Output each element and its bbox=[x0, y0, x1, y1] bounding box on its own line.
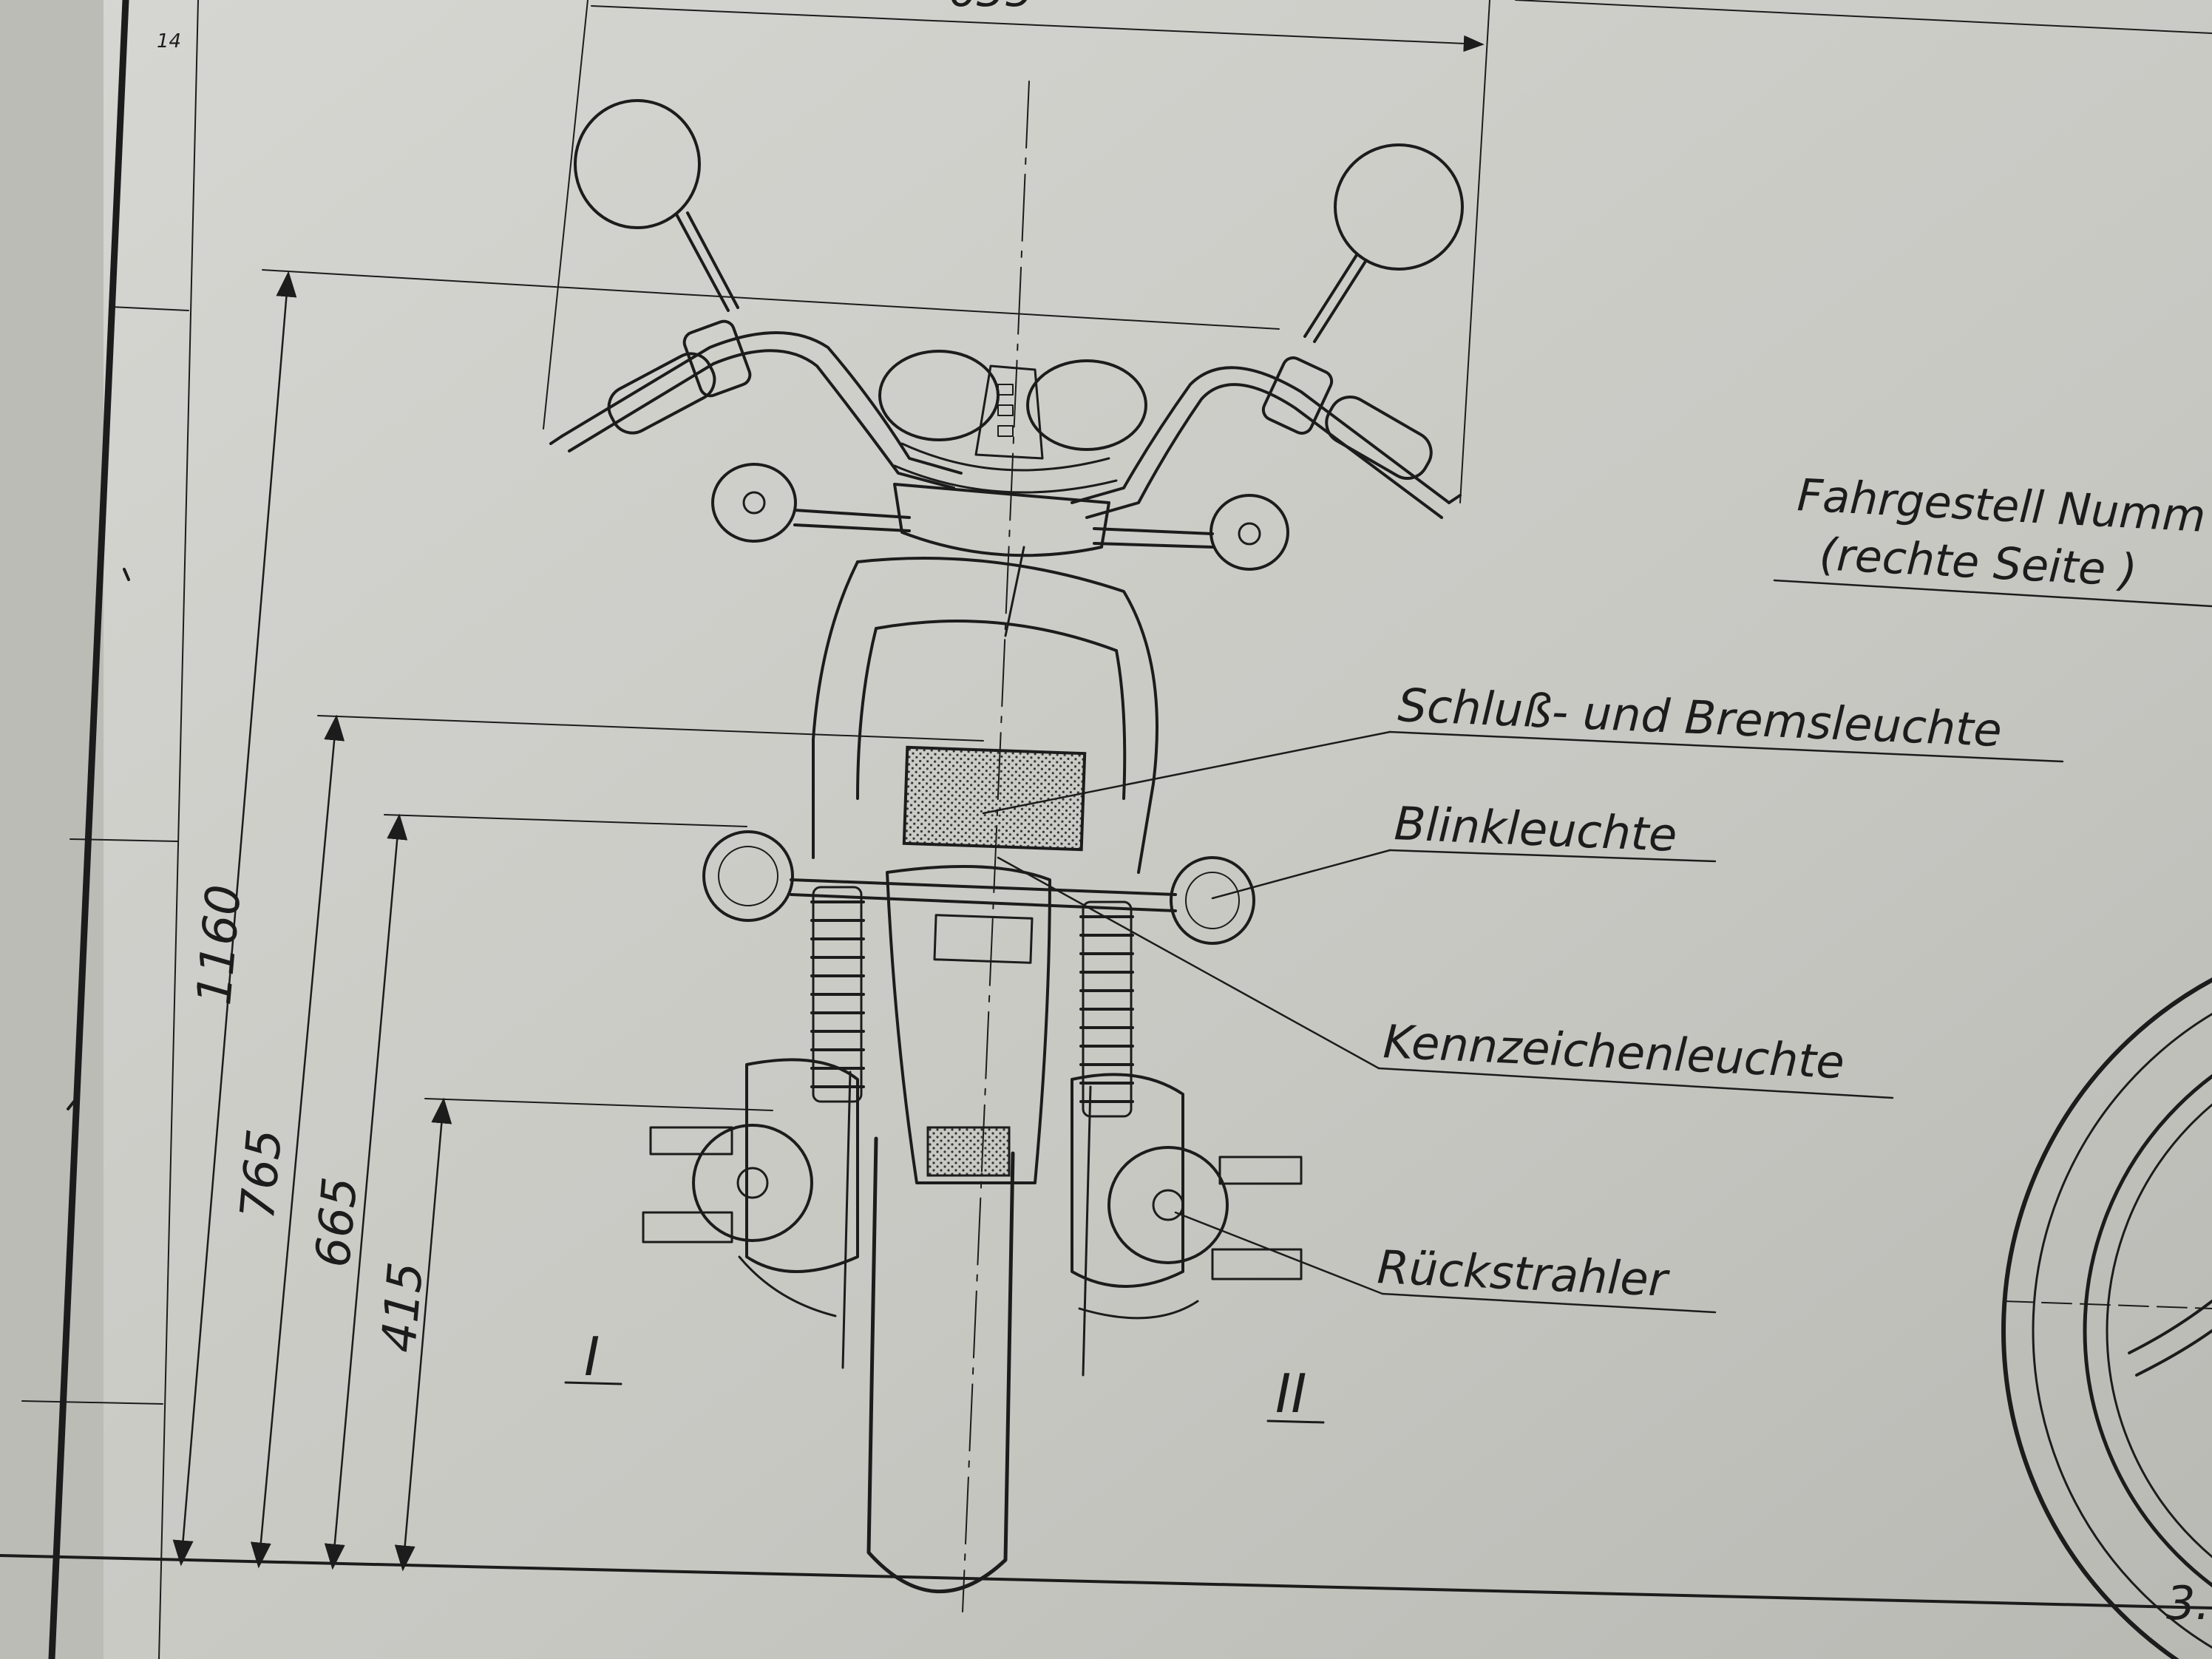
fuel-tank-and-frame bbox=[812, 546, 1158, 874]
motorcycle-rear-view bbox=[549, 99, 1464, 1593]
exhaust-and-footrests bbox=[642, 1058, 1303, 1320]
rear-turn-signals bbox=[702, 830, 1255, 945]
left-mirror bbox=[574, 99, 739, 312]
height-415: 415 bbox=[372, 1260, 434, 1354]
wheel-corner-text: 3. bbox=[2166, 1576, 2210, 1630]
roman-numeral-right: II bbox=[1275, 1363, 1306, 1425]
rear-tyre bbox=[866, 1136, 1015, 1593]
left-shock-absorber bbox=[810, 886, 865, 1103]
height-1160: 1160 bbox=[187, 883, 252, 1008]
width-dimension bbox=[543, 0, 1490, 503]
tail-brake-light bbox=[902, 745, 1087, 852]
height-765: 765 bbox=[231, 1127, 293, 1221]
height-665: 665 bbox=[306, 1175, 368, 1269]
callout-leaders bbox=[982, 579, 2212, 1314]
rear-mudguard bbox=[886, 865, 1051, 1184]
width-dimension-value: 635 bbox=[949, 0, 1034, 17]
front-indicators bbox=[711, 463, 1289, 571]
reflector-label: Rückstrahler bbox=[1376, 1240, 1671, 1307]
rear-reflector bbox=[926, 1126, 1011, 1177]
right-shock-absorber bbox=[1079, 900, 1134, 1118]
license-plate-light bbox=[933, 914, 1034, 964]
turn-signal-label: Blinkleuchte bbox=[1393, 796, 1677, 862]
handlebar bbox=[549, 319, 1462, 519]
instrument-cluster bbox=[878, 350, 1147, 494]
height-dimensions bbox=[172, 269, 1280, 1572]
roman-numeral-left: I bbox=[584, 1326, 600, 1388]
partial-wheel-right bbox=[2001, 977, 2212, 1659]
corner-mark: 14 bbox=[157, 30, 181, 52]
right-mirror bbox=[1303, 143, 1464, 343]
